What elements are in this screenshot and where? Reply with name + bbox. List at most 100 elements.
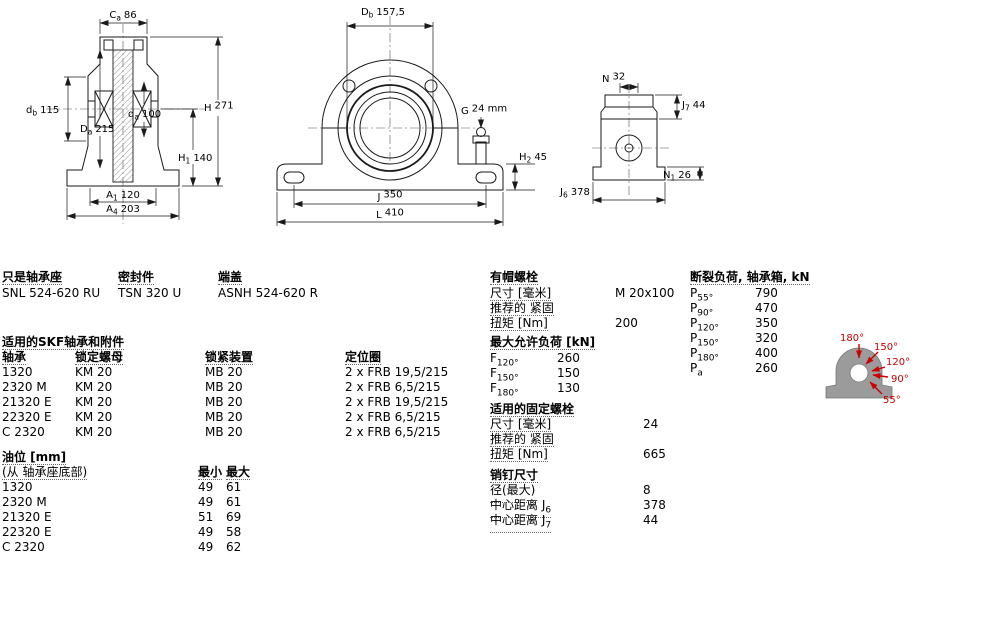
table-cell: MB 20 (205, 365, 243, 379)
table-cell: C 2320 (2, 425, 45, 439)
angle-55-label: 55° (883, 395, 901, 406)
end-cover-designation: ASNH 524-620 R (218, 286, 318, 300)
oil-section-title: 油位 [mm] (2, 450, 67, 465)
col-locating-ring: 定位圈 (345, 350, 382, 365)
table-cell: MB 20 (205, 380, 243, 394)
row-label: F120° (490, 351, 519, 369)
row-value: 790 (755, 286, 778, 300)
table-cell: 69 (226, 510, 242, 524)
table-cell: 2 x FRB 6,5/215 (345, 425, 441, 439)
cap-bolt (424, 79, 438, 93)
housing-outline (66, 36, 180, 187)
row-label: 推荐的 紧固 (490, 301, 554, 316)
table-cell: 2320 M (2, 380, 47, 394)
table-cell: 21320 E (2, 510, 52, 524)
table-cell: 2320 M (2, 495, 47, 509)
table-cell: 58 (226, 525, 242, 539)
dimension-lines (592, 83, 704, 204)
seals-header: 密封件 (118, 270, 155, 285)
cap-bolt (342, 79, 356, 93)
table-cell: 2 x FRB 19,5/215 (345, 395, 449, 409)
load-direction-diagram: 180° 150° 120° 90° 55° (825, 333, 910, 406)
cap-bolts-title: 有帽螺栓 (490, 270, 539, 285)
table-cell: C 2320 (2, 540, 45, 554)
row-label: F180° (490, 381, 519, 399)
housing-outline (276, 59, 504, 191)
row-label: P180° (690, 346, 719, 364)
row-value: 400 (755, 346, 778, 360)
row-label: 尺寸 [毫米] (490, 286, 552, 301)
row-value: 665 (643, 447, 666, 461)
row-label: Pa (690, 361, 703, 379)
col-bearing: 轴承 (2, 350, 27, 365)
end-cover-header: 端盖 (218, 270, 243, 285)
row-label: P55° (690, 286, 714, 304)
table-cell: KM 20 (75, 410, 113, 424)
table-cell: 22320 E (2, 410, 52, 424)
dimension-lines (276, 22, 535, 226)
row-label: 径(最大) (490, 484, 536, 504)
row-label: P120° (690, 316, 719, 334)
angle-180-label: 180° (840, 333, 864, 344)
centerlines (592, 84, 672, 196)
row-label: 扭矩 [Nm] (490, 316, 548, 331)
centerlines (308, 16, 475, 162)
bearing-section (87, 90, 159, 128)
table-cell: 51 (198, 510, 214, 524)
max-load-title: 最大允许负荷 [kN] (490, 335, 596, 350)
table-cell: KM 20 (75, 365, 113, 379)
row-value: 200 (615, 316, 638, 330)
angle-150-label: 150° (874, 342, 898, 353)
row-label: P150° (690, 331, 719, 349)
housing-only-header: 只是轴承座 (2, 270, 63, 285)
row-value: 150 (557, 366, 580, 380)
table-cell: 2 x FRB 6,5/215 (345, 410, 441, 424)
row-value: 470 (755, 301, 778, 315)
table-cell: 21320 E (2, 395, 52, 409)
row-value: 260 (755, 361, 778, 375)
table-cell: MB 20 (205, 425, 243, 439)
load-arrows (856, 344, 889, 395)
row-value: 260 (557, 351, 580, 365)
table-cell: 49 (198, 495, 214, 509)
fixing-bolts-title: 适用的固定螺栓 (490, 402, 575, 417)
row-value: 350 (755, 316, 778, 330)
row-label: 推荐的 紧固 (490, 432, 554, 447)
grease-fitting (472, 127, 490, 165)
row-value: 8 (643, 483, 651, 497)
angle-90-label: 90° (891, 374, 909, 385)
row-value: M 20x100 (615, 286, 675, 300)
row-label: 中心距离 J7 (490, 514, 552, 534)
row-label: F150° (490, 366, 519, 384)
col-locking-device: 锁紧装置 (205, 350, 254, 365)
oil-subtitle: (从 轴承座底部) (2, 465, 88, 480)
table-cell: 2 x FRB 6,5/215 (345, 380, 441, 394)
row-value: 130 (557, 381, 580, 395)
housing-outline (592, 94, 666, 181)
housing-designation: SNL 524-620 RU (2, 286, 101, 300)
dimension-lines (64, 19, 223, 220)
table-cell: 61 (226, 480, 242, 494)
table-cell: KM 20 (75, 380, 113, 394)
row-value: 378 (643, 498, 666, 512)
table-cell: 62 (226, 540, 242, 554)
table-cell: 2 x FRB 19,5/215 (345, 365, 449, 379)
col-min: 最小 (198, 465, 223, 480)
